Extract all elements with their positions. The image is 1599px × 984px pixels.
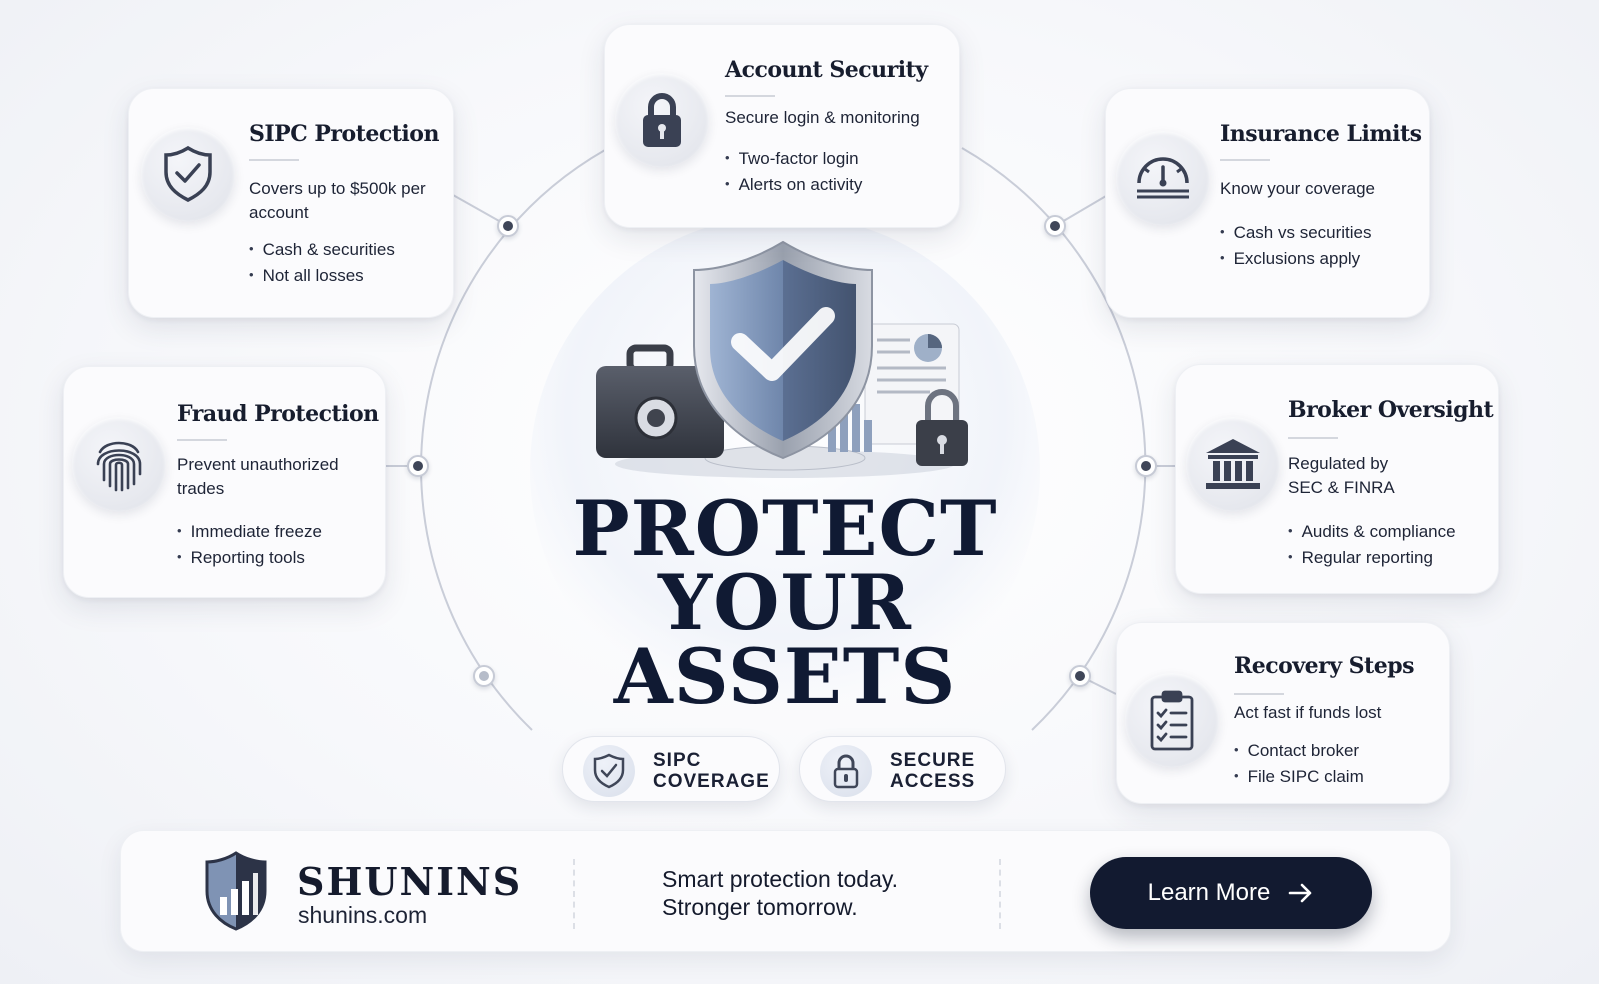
shield-check-icon — [583, 745, 635, 797]
card-account-security[interactable]: Account Security Secure login & monitori… — [604, 24, 960, 228]
list-item: Exclusions apply — [1220, 246, 1372, 272]
bank-building-icon — [1186, 417, 1280, 511]
list-item: File SIPC claim — [1234, 764, 1364, 790]
list-item: Reporting tools — [177, 545, 322, 571]
title-rule — [1220, 159, 1270, 161]
card-bullets: Immediate freeze Reporting tools — [177, 519, 322, 571]
list-item: Two-factor login — [725, 146, 862, 172]
connector-node-broker — [1135, 455, 1157, 477]
card-subtitle: Know your coverage — [1220, 179, 1375, 198]
footer-banner: SHUNINS shunins.com Smart protection tod… — [120, 830, 1451, 952]
title-rule — [249, 159, 299, 161]
document-icon — [864, 323, 960, 445]
card-recovery-steps[interactable]: Recovery Steps Act fast if funds lost Co… — [1116, 622, 1450, 804]
card-bullets: Contact broker File SIPC claim — [1234, 738, 1364, 790]
card-subtitle: Regulated by SEC & FINRA — [1288, 454, 1395, 497]
card-insurance-limits[interactable]: Insurance Limits Know your coverage Cash… — [1105, 88, 1430, 318]
card-subtitle: Secure login & monitoring — [725, 108, 920, 127]
card-title: Recovery Steps — [1234, 653, 1414, 679]
card-subtitle: Act fast if funds lost — [1234, 703, 1382, 722]
divider — [573, 859, 575, 929]
sipc-coverage-label: SIPC COVERAGE — [653, 750, 770, 792]
hero-title-line2: YOUR — [658, 558, 912, 647]
brand-url[interactable]: shunins.com — [298, 902, 428, 928]
tagline-line2: Stronger tomorrow. — [662, 894, 858, 920]
hero-title: PROTECT YOUR ASSETS — [500, 484, 1070, 721]
hero-illustration — [596, 240, 968, 478]
connector-node-sipc — [497, 215, 519, 237]
list-item: Immediate freeze — [177, 519, 322, 545]
connector-node-lower-left — [473, 665, 495, 687]
list-item: Audits & compliance — [1288, 519, 1456, 545]
shield-check-icon — [693, 240, 873, 460]
card-bullets: Two-factor login Alerts on activity — [725, 146, 863, 198]
connector-node-recovery — [1069, 665, 1091, 687]
card-bullets: Cash & securities Not all losses — [249, 237, 395, 289]
card-title: Fraud Protection — [177, 401, 379, 427]
shield-check-icon — [141, 127, 235, 221]
learn-more-label: Learn More — [1147, 879, 1271, 906]
shield-bar-chart-logo — [205, 851, 267, 931]
secure-access-badge[interactable]: SECURE ACCESS — [799, 736, 1006, 802]
padlock-icon — [820, 745, 872, 797]
arrow-right-icon — [1289, 883, 1312, 903]
card-title: Insurance Limits — [1220, 121, 1422, 147]
card-bullets: Cash vs securities Exclusions apply — [1220, 220, 1372, 272]
title-rule — [725, 95, 775, 97]
divider — [999, 859, 1001, 929]
secure-access-label: SECURE ACCESS — [890, 750, 976, 792]
gauge-icon — [1116, 131, 1210, 225]
connector-node-insurance — [1044, 215, 1066, 237]
padlock-icon — [615, 73, 709, 167]
card-title: Broker Oversight — [1288, 397, 1494, 423]
connector-node-fraud — [407, 455, 429, 477]
list-item: Contact broker — [1234, 738, 1364, 764]
card-broker-oversight[interactable]: Broker Oversight Regulated by SEC & FINR… — [1175, 364, 1499, 594]
list-item: Not all losses — [249, 263, 395, 289]
tagline-line1: Smart protection today. — [662, 866, 899, 892]
card-sipc-protection[interactable]: SIPC Protection Covers up to $500k per a… — [128, 88, 454, 318]
learn-more-button[interactable]: Learn More — [1090, 857, 1372, 929]
sipc-coverage-badge[interactable]: SIPC COVERAGE — [562, 736, 780, 802]
brand-name: SHUNINS — [297, 859, 523, 904]
briefcase-icon — [596, 344, 724, 458]
card-title: Account Security — [725, 57, 928, 83]
title-rule — [1234, 693, 1284, 695]
card-fraud-protection[interactable]: Fraud Protection Prevent unauthorized tr… — [63, 366, 386, 598]
fingerprint-icon — [72, 417, 166, 511]
hero-title-line1: PROTECT — [572, 484, 998, 573]
tagline: Smart protection today. Stronger tomorro… — [662, 865, 898, 921]
list-item: Cash vs securities — [1220, 220, 1372, 246]
card-subtitle: Covers up to $500k per account — [249, 179, 426, 222]
list-item: Alerts on activity — [725, 172, 863, 198]
card-subtitle: Prevent unauthorized trades — [177, 455, 339, 498]
clipboard-checklist-icon — [1125, 673, 1219, 767]
title-rule — [177, 439, 227, 441]
list-item: Regular reporting — [1288, 545, 1456, 571]
card-title: SIPC Protection — [249, 121, 439, 147]
list-item: Cash & securities — [249, 237, 395, 263]
padlock-icon — [916, 389, 968, 466]
title-rule — [1288, 437, 1338, 439]
hero-title-line3: ASSETS — [613, 632, 957, 721]
card-bullets: Audits & compliance Regular reporting — [1288, 519, 1456, 571]
